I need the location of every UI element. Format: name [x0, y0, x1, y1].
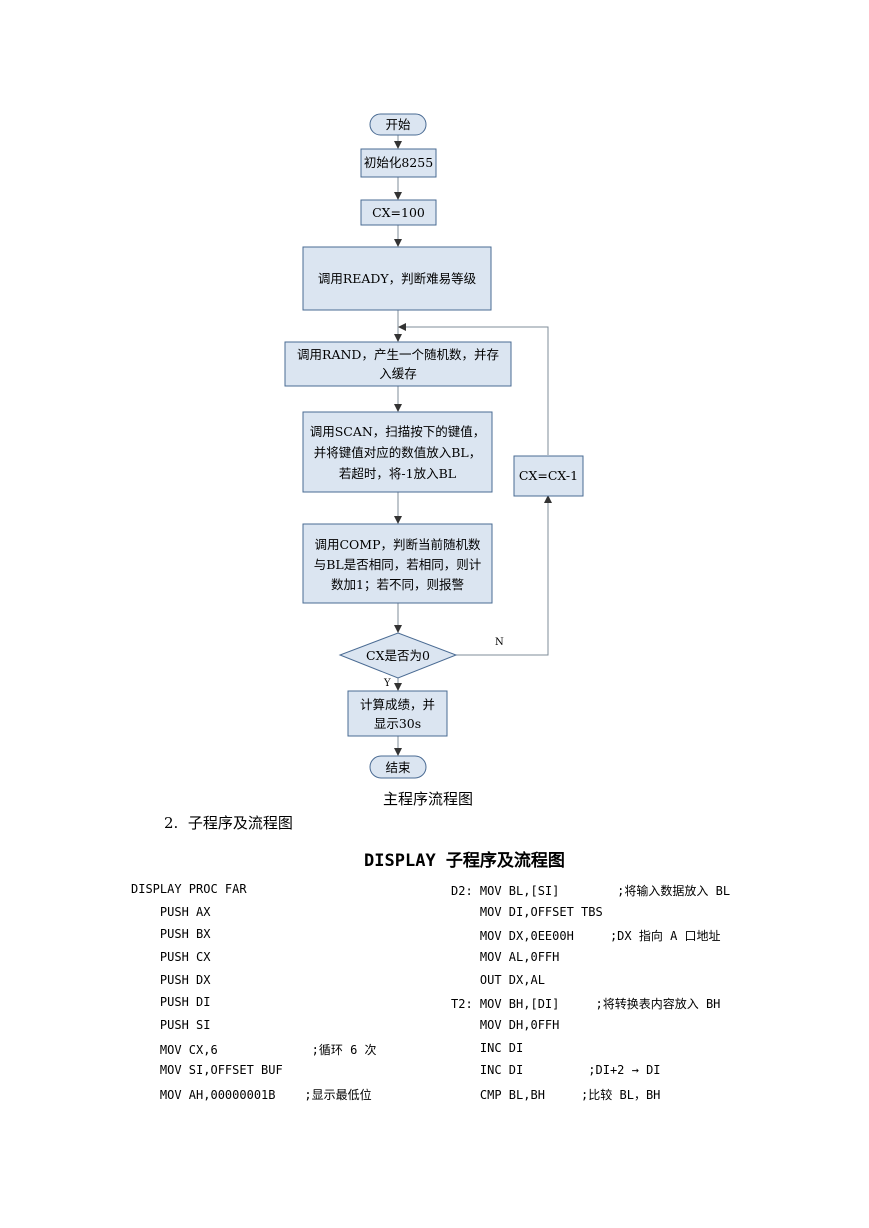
flow-connectors [394, 135, 552, 756]
ready-label: 调用READY，判断难易等级 [318, 271, 477, 286]
decision-diamond: CX是否为0 [338, 632, 458, 679]
code-line: MOV DX,0EE00H ;DX 指向 A 口地址 [451, 929, 721, 943]
code-line: CMP BL,BH ;比较 BL，BH [451, 1088, 661, 1102]
code-line: MOV CX,6 ;循环 6 次 [131, 1043, 377, 1057]
subroutine-title: DISPLAY 子程序及流程图 [364, 851, 565, 871]
code-line: PUSH BX [131, 927, 211, 941]
end-terminal: 结束 [369, 755, 427, 779]
code-line: INC DI ;DI+2 → DI [451, 1063, 661, 1077]
code-line: INC DI [451, 1041, 524, 1055]
code-line: PUSH CX [131, 950, 211, 964]
scan-label-line1: 调用SCAN，扫描按下的键值， [310, 424, 486, 439]
section-heading: 2. 子程序及流程图 [164, 814, 293, 832]
calc-label-line2: 显示30s [374, 716, 421, 731]
decision-label: CX是否为0 [366, 648, 430, 663]
scan-label-line2: 并将键值对应的数值放入BL， [314, 445, 482, 460]
init-box: 初始化8255 [360, 148, 437, 178]
end-label: 结束 [385, 760, 411, 775]
code-line: T2: MOV BH,[DI] ;将转换表内容放入 BH [451, 997, 721, 1011]
comp-label-line1: 调用COMP，判断当前随机数 [314, 537, 481, 552]
yes-branch-label: Y [383, 678, 391, 689]
code-line: DISPLAY PROC FAR [131, 882, 247, 896]
calc-label-line1: 计算成绩，并 [360, 697, 435, 712]
code-line: PUSH SI [131, 1018, 211, 1032]
comp-label-line3: 数加1；若不同，则报警 [331, 577, 464, 592]
code-line: MOV SI,OFFSET BUF [131, 1063, 283, 1077]
scan-box: 调用SCAN，扫描按下的键值， 并将键值对应的数值放入BL， 若超时，将-1放入… [302, 411, 493, 493]
rand-box: 调用RAND，产生一个随机数，并存 入缓存 [284, 341, 512, 387]
flowchart-caption: 主程序流程图 [383, 790, 474, 808]
main-flowchart: 开始 初始化8255 CX=100 调用READY，判断难易等级 调用RAND，… [284, 113, 584, 779]
comp-label-line2: 与BL是否相同，若相同，则计 [314, 557, 482, 572]
start-label: 开始 [385, 117, 411, 132]
ready-box: 调用READY，判断难易等级 [302, 246, 492, 311]
cx-set-box: CX=100 [360, 199, 437, 226]
decrement-label: CX=CX-1 [519, 468, 578, 483]
start-terminal: 开始 [369, 113, 427, 136]
code-line: PUSH AX [131, 905, 211, 919]
rand-label-line1: 调用RAND，产生一个随机数，并存 [297, 347, 499, 362]
comp-box: 调用COMP，判断当前随机数 与BL是否相同，若相同，则计 数加1；若不同，则报… [302, 523, 493, 604]
code-line: MOV AL,0FFH [451, 950, 560, 964]
code-line: MOV DI,OFFSET TBS [451, 905, 603, 919]
code-line: PUSH DI [131, 995, 211, 1009]
init-label: 初始化8255 [364, 155, 433, 170]
cx-set-label: CX=100 [372, 205, 425, 220]
scan-label-line3: 若超时，将-1放入BL [339, 466, 456, 481]
code-line: MOV DH,0FFH [451, 1018, 560, 1032]
decrement-box: CX=CX-1 [513, 455, 584, 497]
code-line: D2: MOV BL,[SI] ;将输入数据放入 BL [451, 884, 731, 898]
calc-box: 计算成绩，并 显示30s [347, 690, 448, 737]
code-line: MOV AH,00000001B ;显示最低位 [131, 1088, 372, 1102]
no-branch-label: N [495, 637, 504, 648]
code-line: OUT DX,AL [451, 973, 545, 987]
code-line: PUSH DX [131, 973, 211, 987]
rand-label-line2: 入缓存 [379, 366, 417, 381]
